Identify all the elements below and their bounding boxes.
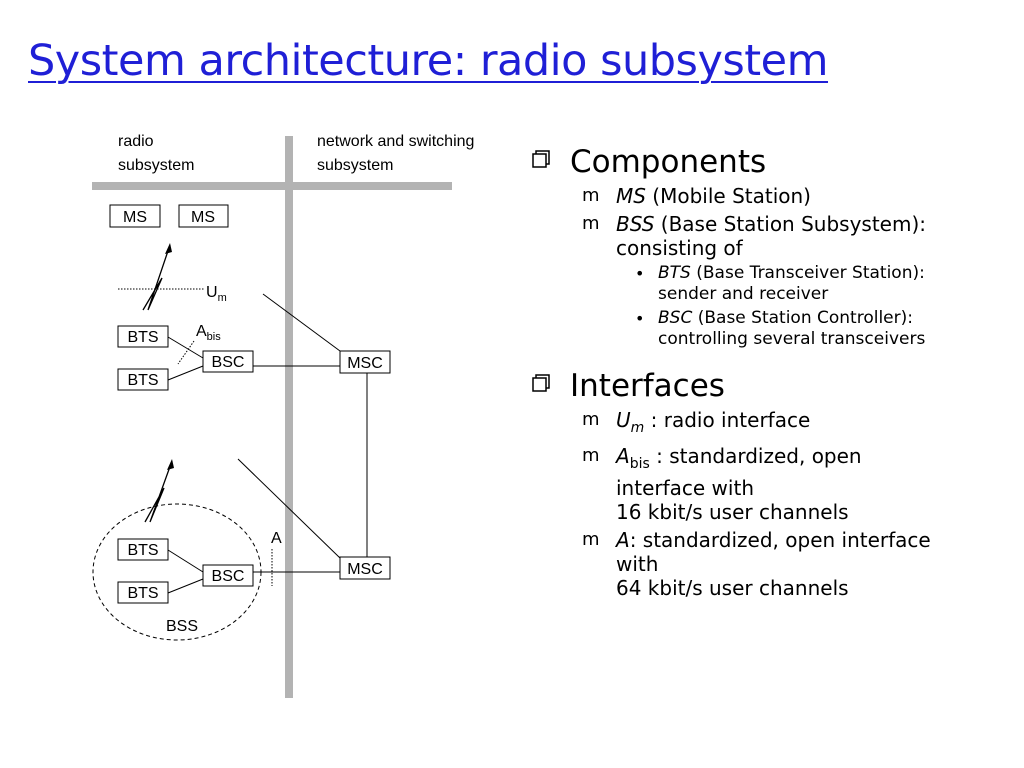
bsc-label-2: BSC bbox=[212, 568, 245, 585]
circle-bullet-icon: m bbox=[582, 528, 600, 550]
bss-label: BSS bbox=[166, 618, 198, 635]
bss-abbr: BSS bbox=[616, 212, 655, 236]
vertical-divider bbox=[285, 136, 293, 698]
a-desc-line2: with bbox=[616, 551, 659, 576]
bsc-box-2: BSC bbox=[202, 564, 254, 587]
bsc-label-1: BSC bbox=[212, 354, 245, 371]
bsc-abbr: BSC bbox=[658, 308, 693, 328]
radio-link-top-arrowhead bbox=[165, 243, 172, 254]
msc-box-2: MSC bbox=[339, 556, 391, 580]
abis-desc-line3: 16 kbit/s user channels bbox=[616, 499, 849, 524]
a-item: m A: standardized, open interface with 6… bbox=[530, 528, 1010, 600]
um-desc: : radio interface bbox=[644, 408, 811, 432]
bts-abbr: BTS bbox=[658, 263, 691, 283]
msc1-diagonal-link bbox=[262, 293, 341, 352]
checkbox-bullet-icon bbox=[532, 374, 550, 392]
ms-item: m MS (Mobile Station) bbox=[530, 184, 1010, 208]
a-desc-line3: 64 kbit/s user channels bbox=[616, 575, 849, 600]
dot-bullet-icon: • bbox=[635, 309, 645, 328]
bts-desc-line2: sender and receiver bbox=[658, 284, 829, 304]
bsc-box-1: BSC bbox=[202, 350, 254, 373]
um-item: m Um : radio interface bbox=[530, 408, 1010, 440]
bts-label-2: BTS bbox=[127, 372, 158, 389]
msc-label-1: MSC bbox=[347, 355, 383, 372]
circle-bullet-icon: m bbox=[582, 213, 600, 234]
network-subsystem-label-line1: network and switching bbox=[317, 133, 474, 150]
bts2-bsc1-link bbox=[167, 365, 204, 381]
bts3-bsc2-link bbox=[167, 549, 204, 573]
msc-label-2: MSC bbox=[347, 561, 383, 578]
bts-box-4: BTS bbox=[117, 581, 169, 604]
interfaces-label: Interfaces bbox=[570, 368, 725, 404]
ms-abbr: MS bbox=[616, 184, 646, 208]
radio-subsystem-label-line1: radio bbox=[118, 133, 154, 150]
bss-desc-line2: consisting of bbox=[616, 236, 743, 260]
ms-label-1: MS bbox=[123, 209, 147, 226]
abis-desc-line1: : standardized, open bbox=[649, 443, 862, 468]
interfaces-heading: Interfaces bbox=[530, 368, 1010, 404]
bts-item: • BTS (Base Transceiver Station): sender… bbox=[530, 263, 1010, 305]
network-subsystem-label-line2: subsystem bbox=[317, 157, 393, 174]
msc2-diagonal-link bbox=[237, 458, 341, 559]
radio-link-top bbox=[142, 244, 171, 311]
bss-desc-line1: (Base Station Subsystem): bbox=[654, 212, 926, 236]
ms-desc: (Mobile Station) bbox=[645, 184, 811, 208]
bts4-bsc2-link bbox=[167, 578, 204, 594]
dot-bullet-icon: • bbox=[635, 264, 645, 283]
bsc-desc-line1: (Base Station Controller): bbox=[692, 308, 913, 328]
bts-label-1: BTS bbox=[127, 329, 158, 346]
bsc-item: • BSC (Base Station Controller): control… bbox=[530, 308, 1010, 350]
bts-label-3: BTS bbox=[127, 542, 158, 559]
radio-subsystem-label-line2: subsystem bbox=[118, 157, 194, 174]
components-heading: Components bbox=[530, 144, 1010, 180]
radio-link-bottom bbox=[144, 460, 173, 523]
abis-item: m Abis : standardized, open interface wi… bbox=[530, 444, 1010, 524]
checkbox-bullet-icon bbox=[532, 150, 550, 168]
bts-label-4: BTS bbox=[127, 585, 158, 602]
bullet-list: Components m MS (Mobile Station) m BSS (… bbox=[530, 142, 1010, 600]
components-label: Components bbox=[570, 144, 767, 180]
abis-label: Abis bbox=[196, 323, 221, 343]
um-abbr: Um bbox=[616, 408, 645, 436]
a-abbr: A bbox=[616, 527, 630, 552]
circle-bullet-icon: m bbox=[582, 444, 600, 466]
page-title: System architecture: radio subsystem bbox=[28, 36, 829, 86]
ms-box-1: MS bbox=[109, 204, 161, 228]
circle-bullet-icon: m bbox=[582, 409, 600, 430]
abis-desc-line2: interface with bbox=[616, 475, 754, 500]
a-desc-line1: : standardized, open interface bbox=[629, 527, 931, 552]
ms-label-2: MS bbox=[191, 209, 215, 226]
circle-bullet-icon: m bbox=[582, 185, 600, 206]
bts1-bsc1-link bbox=[167, 336, 204, 359]
bts-box-2: BTS bbox=[117, 368, 169, 391]
bts-box-3: BTS bbox=[117, 538, 169, 561]
bts-desc-line1: (Base Transceiver Station): bbox=[690, 263, 925, 283]
um-label: Um bbox=[206, 284, 227, 304]
architecture-diagram: radio subsystem network and switching su… bbox=[92, 133, 474, 698]
bts-box-1: BTS bbox=[117, 325, 169, 348]
abis-abbr: Abis bbox=[616, 443, 650, 472]
bsc-desc-line2: controlling several transceivers bbox=[658, 329, 926, 349]
bss-item: m BSS (Base Station Subsystem): consisti… bbox=[530, 212, 1010, 260]
msc-box-1: MSC bbox=[339, 350, 391, 374]
horizontal-divider bbox=[92, 182, 452, 190]
a-interface-label: A bbox=[271, 530, 282, 547]
radio-link-bottom-arrowhead bbox=[167, 459, 174, 470]
ms-box-2: MS bbox=[178, 204, 229, 228]
